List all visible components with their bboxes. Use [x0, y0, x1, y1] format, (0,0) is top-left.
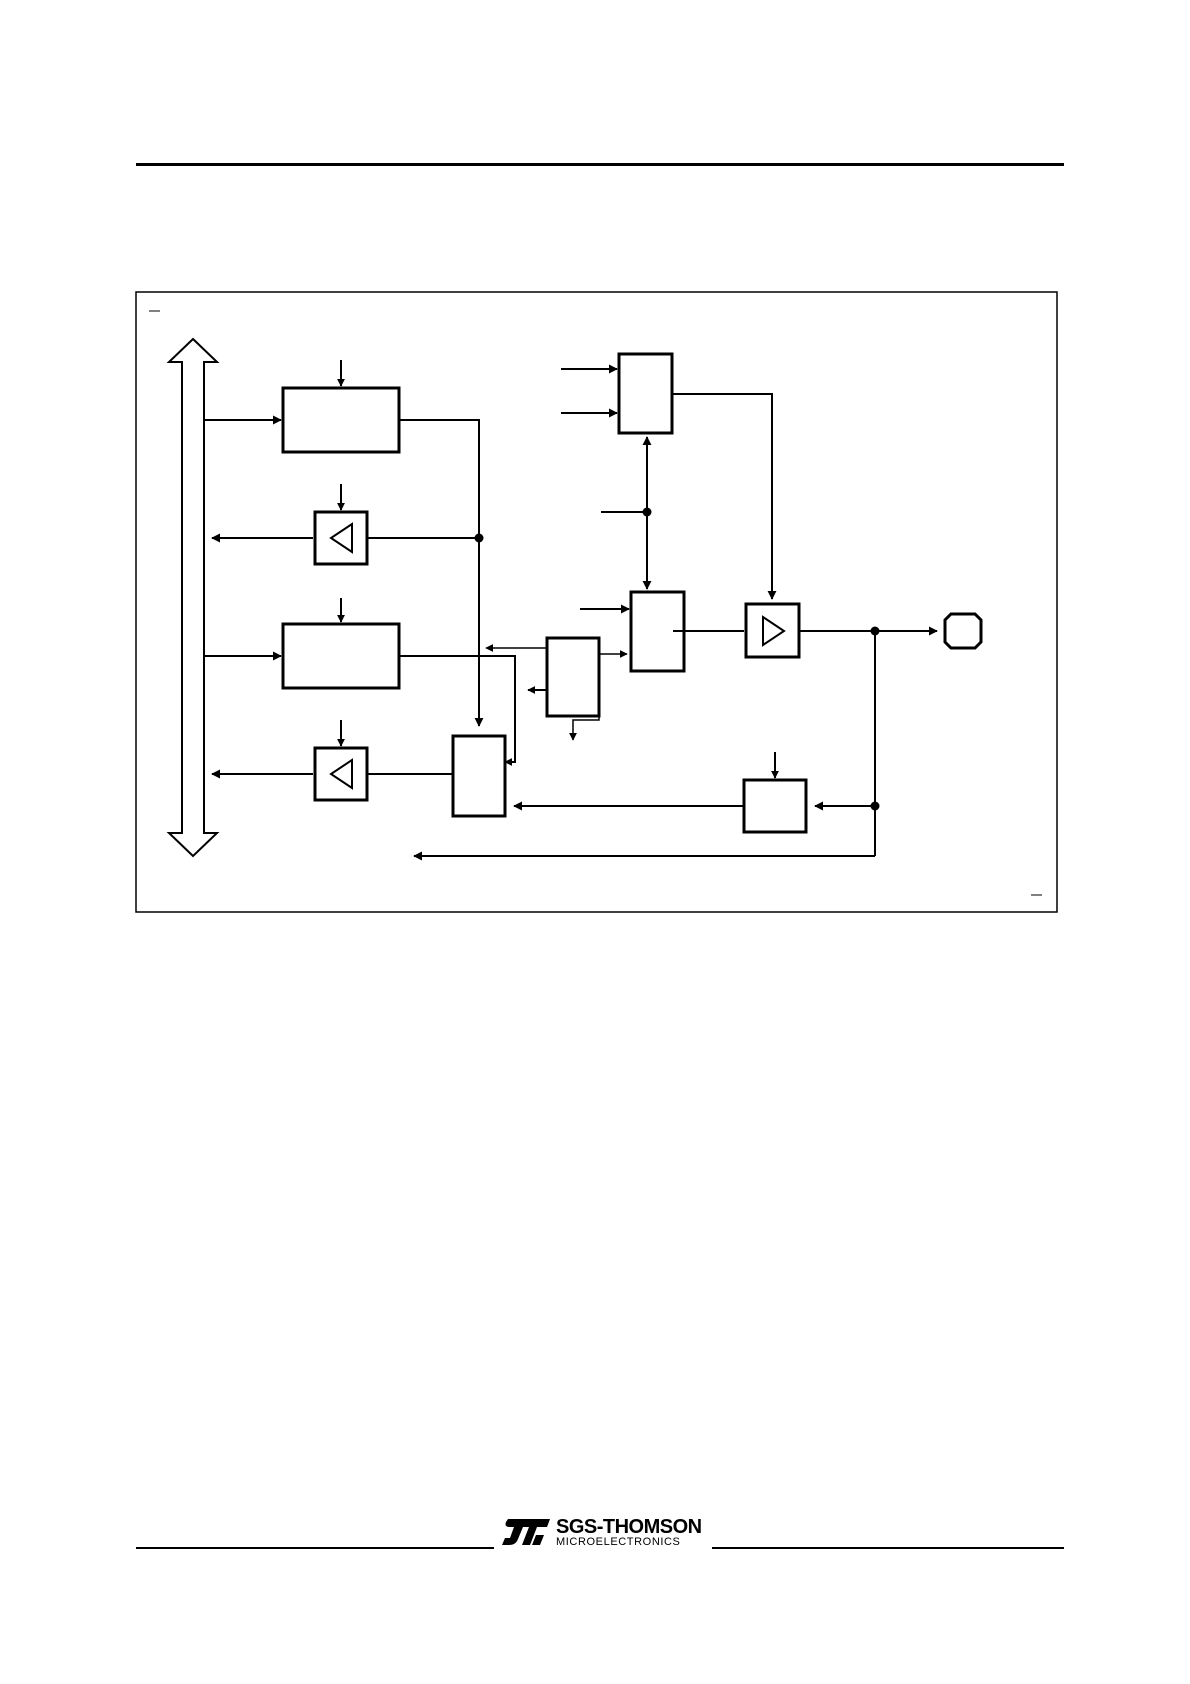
buffer-triangle-2 [329, 758, 353, 790]
footer-rule-left [136, 1547, 494, 1549]
control-logic-out-down [569, 716, 600, 741]
diagram-frame [135, 291, 1058, 913]
register-block-1 [281, 386, 401, 454]
brand-subtitle: MICROELECTRONICS [556, 1536, 681, 1548]
input-buffer-block [742, 778, 808, 834]
latch-output-line [672, 393, 777, 600]
st-logo-icon [502, 1519, 550, 1545]
internal-bus-arrow [166, 337, 220, 858]
io-pin-pad-icon [943, 612, 983, 650]
buffer-triangle-1 [329, 522, 353, 554]
block-1-output-line [399, 419, 484, 727]
header-rule [136, 163, 1064, 166]
junction-dot-2 [642, 507, 652, 517]
mux-block [451, 734, 507, 818]
brand-name: SGS-THOMSON [556, 1516, 702, 1538]
driver-triangle [762, 615, 786, 647]
junction-dot-1 [474, 533, 484, 543]
input-latch-block [617, 352, 674, 435]
buffer-block-2 [313, 746, 369, 802]
footer-rule-right [712, 1547, 1064, 1549]
junction-dot-4 [870, 801, 880, 811]
buffer-block-1 [313, 510, 369, 566]
block-2-output-line [399, 655, 516, 766]
output-driver-block [744, 602, 801, 659]
control-logic-block [545, 636, 601, 718]
register-block-2 [281, 622, 401, 690]
